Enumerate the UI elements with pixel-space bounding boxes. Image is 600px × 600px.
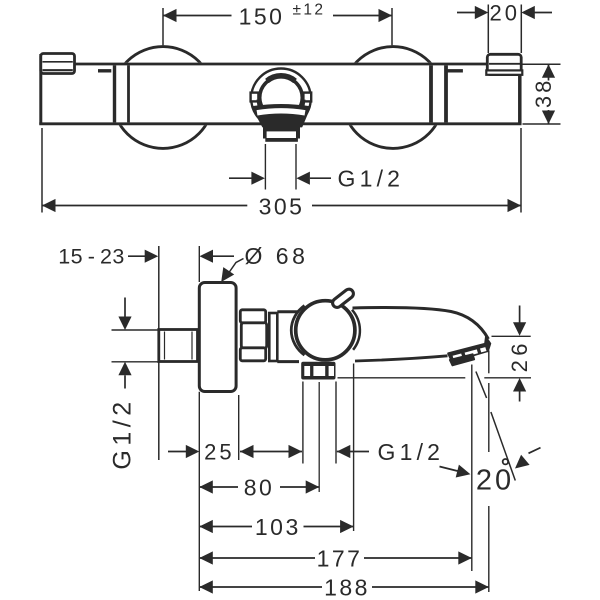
svg-text:G1/2: G1/2 xyxy=(109,397,137,469)
svg-text:25: 25 xyxy=(204,439,234,464)
svg-text:177: 177 xyxy=(317,546,363,572)
svg-text:150: 150 xyxy=(239,3,285,29)
svg-text:Ø 68: Ø 68 xyxy=(245,243,309,269)
svg-text:G1/2: G1/2 xyxy=(338,166,405,192)
svg-text:188: 188 xyxy=(324,575,370,600)
svg-text:20: 20 xyxy=(490,1,520,26)
svg-text:20: 20 xyxy=(476,464,514,496)
svg-text:15 - 23: 15 - 23 xyxy=(58,245,124,269)
svg-text:±12: ±12 xyxy=(293,2,326,19)
svg-text:G1/2: G1/2 xyxy=(378,439,445,465)
svg-text:26: 26 xyxy=(507,339,532,372)
svg-text:38: 38 xyxy=(531,78,556,108)
svg-text:305: 305 xyxy=(259,193,305,219)
svg-text:80: 80 xyxy=(244,475,275,501)
svg-text:103: 103 xyxy=(255,514,301,540)
